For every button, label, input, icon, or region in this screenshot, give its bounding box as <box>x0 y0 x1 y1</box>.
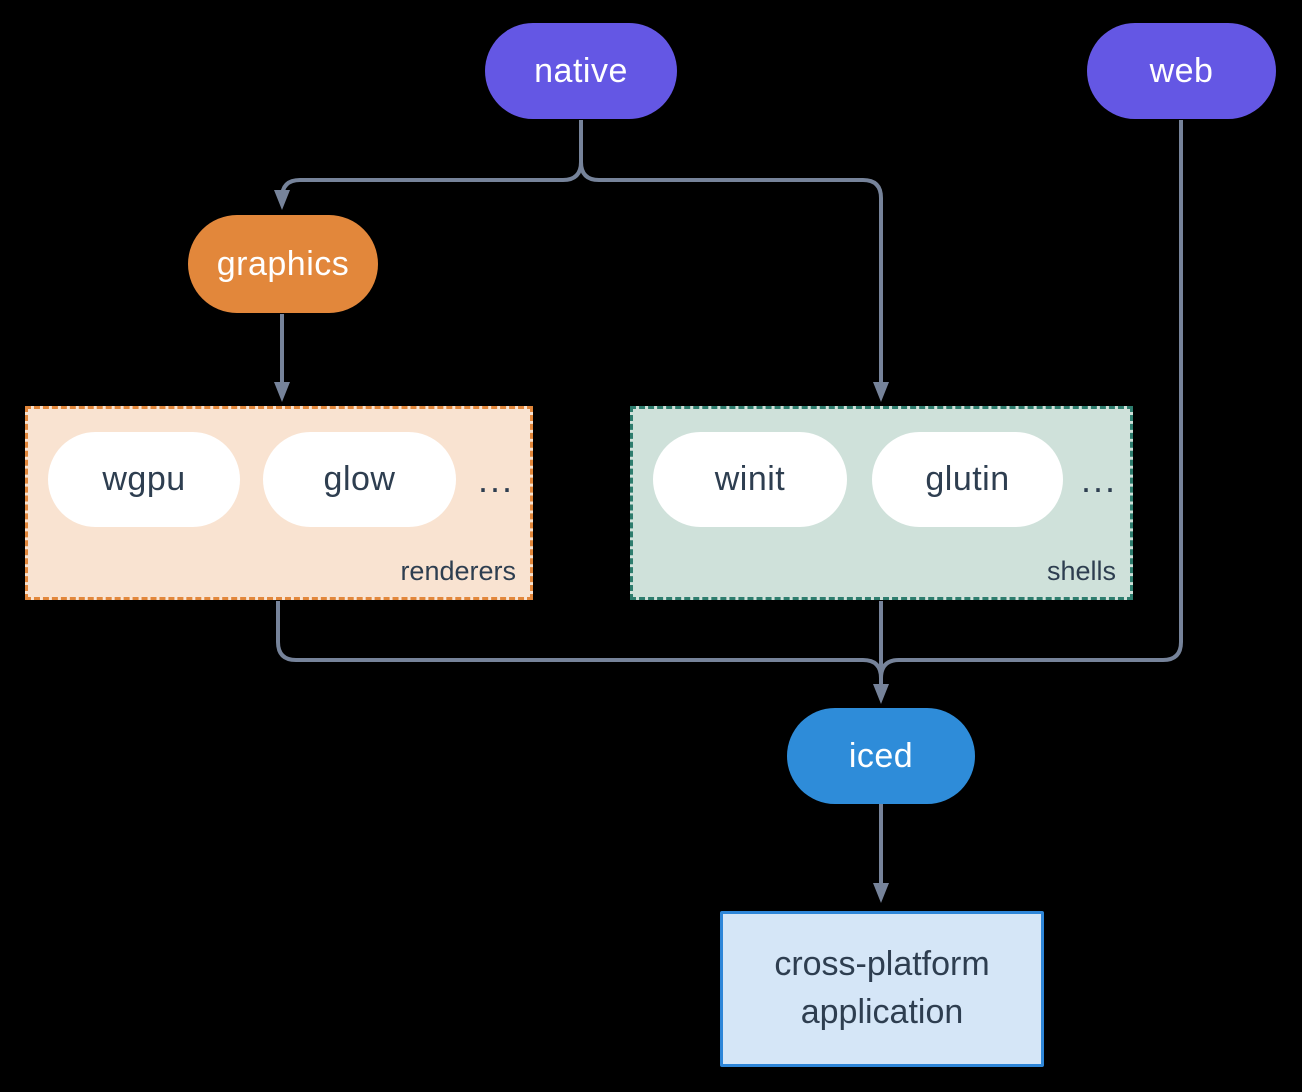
node-wgpu: wgpu <box>48 432 240 527</box>
edge-web-to-merge <box>879 120 1183 679</box>
node-native: native <box>485 23 677 119</box>
edge-native-to-graphics <box>274 120 583 210</box>
renderers-ellipsis: ... <box>477 458 514 500</box>
node-iced: iced <box>787 708 975 804</box>
renderers-group-label: renderers <box>400 556 516 586</box>
node-glow: glow <box>263 432 456 527</box>
node-winit: winit <box>653 432 847 527</box>
node-glutin: glutin <box>872 432 1063 527</box>
application-label-line2: application <box>800 993 964 1031</box>
node-web: web <box>1087 23 1276 119</box>
shells-ellipsis: ... <box>1080 458 1117 500</box>
group-renderers: wgpu glow ... renderers <box>25 406 533 600</box>
node-cross-platform-application: cross-platform application <box>720 911 1044 1067</box>
group-shells: winit glutin ... shells <box>630 406 1133 600</box>
application-label-line1: cross-platform <box>774 945 990 984</box>
edge-renderers-to-merge <box>276 601 883 679</box>
edge-native-to-shells <box>579 161 889 402</box>
shells-group-label: shells <box>1046 556 1116 586</box>
node-graphics: graphics <box>188 215 378 313</box>
